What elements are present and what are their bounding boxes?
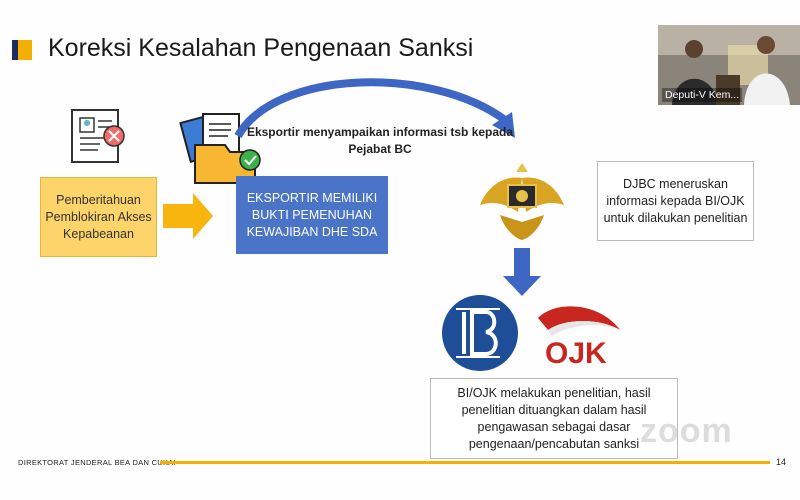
curved-blue-arrow [234,78,508,139]
djbc-forward-box: DJBC meneruskan informasi kepada BI/OJK … [597,161,754,241]
zoom-watermark: zoom [640,412,733,450]
bank-indonesia-logo [442,295,518,371]
video-feed [658,25,800,105]
participant-video-tile[interactable]: Deputi-V Kem... [658,25,800,105]
footer-organization: DIREKTORAT JENDERAL BEA DAN CUKAI [18,458,176,467]
ojk-logo-text: OJK [545,337,607,370]
title-accent-bar [12,40,32,60]
yellow-right-arrow [163,193,213,239]
page-number: 14 [776,457,787,467]
blocked-document-icon [71,109,125,163]
exporter-info-caption: Eksportir menyampaikan informasi tsb kep… [246,125,514,156]
bi-ojk-research-box: BI/OJK melakukan penelitian, hasil penel… [430,378,678,459]
notification-box: Pemberitahuan Pemblokiran Akses Kepabean… [40,177,157,257]
folder-check-icon [179,113,261,184]
ojk-logo: OJK [538,306,620,370]
slide-title: Koreksi Kesalahan Pengenaan Sanksi [48,34,474,62]
participant-head-left [685,40,703,58]
participant-head-right [757,36,775,54]
exporter-proof-box: EKSPORTIR MEMILIKI BUKTI PEMENUHAN KEWAJ… [236,176,388,254]
participant-name-label: Deputi-V Kem... [662,88,743,102]
curved-arrow-head [492,112,515,138]
participant-body-right [744,73,790,105]
footer-divider [160,461,770,464]
down-blue-arrow [503,248,541,296]
bea-cukai-emblem-icon [480,163,564,240]
participant-body-left [672,78,718,105]
